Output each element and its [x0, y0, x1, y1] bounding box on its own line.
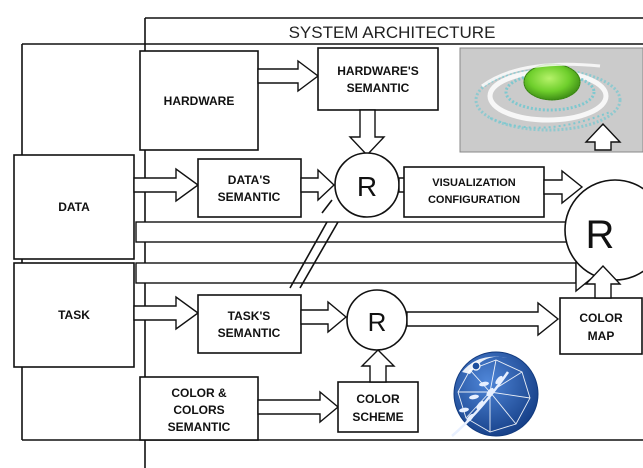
- r-node-top-label: R: [357, 171, 377, 202]
- data-box: [13, 154, 135, 260]
- diagram-title: SYSTEM ARCHITECTURE: [289, 23, 496, 42]
- task-pipe: [135, 262, 577, 284]
- arrow-r-big-to-render: [584, 122, 622, 151]
- color-scheme-box: [337, 381, 419, 433]
- color-semantic-label-1: COLOR &: [171, 386, 227, 400]
- r-node-mid-label: R: [368, 307, 387, 337]
- visualization-config-label-2: CONFIGURATION: [428, 194, 520, 206]
- arrow-task-semantic-to-r: [300, 300, 348, 334]
- task-label: TASK: [58, 308, 90, 322]
- arrow-hardware-semantic-down: [348, 109, 386, 157]
- data-label: DATA: [58, 200, 90, 214]
- data-pipe: [135, 221, 577, 243]
- arrow-color-map-to-r-big: [584, 264, 622, 299]
- arrow-data-semantic-to-r: [300, 168, 336, 202]
- data-semantic-label-2: SEMANTIC: [218, 190, 281, 204]
- connector-diagonal-1: [289, 221, 328, 289]
- hardware-semantic-label-2: SEMANTIC: [347, 81, 410, 95]
- hardware-semantic-label-1: HARDWARE'S: [337, 64, 419, 78]
- connector-diagonal-3: [321, 199, 333, 214]
- color-map-label-2: MAP: [588, 329, 615, 343]
- arrow-data-to-semantic: [133, 167, 200, 203]
- color-semantic-box: [139, 376, 259, 441]
- hardware-semantic-box: [317, 47, 439, 111]
- color-semantic-label-3: SEMANTIC: [168, 420, 231, 434]
- task-semantic-box: [197, 294, 302, 354]
- color-scheme-label-2: SCHEME: [352, 410, 403, 424]
- hardware-box: [139, 50, 259, 151]
- data-semantic-label-1: DATA'S: [228, 173, 270, 187]
- r-node-big-label: R: [586, 213, 615, 257]
- task-semantic-label-1: TASK'S: [228, 309, 271, 323]
- task-semantic-label-2: SEMANTIC: [218, 326, 281, 340]
- arrow-color-semantic-to-scheme: [257, 390, 340, 424]
- hardware-label: HARDWARE: [164, 94, 235, 108]
- arrow-visualization-to-r-big: [543, 169, 584, 205]
- arrow-task-to-semantic: [133, 295, 200, 331]
- arrow-r-to-color-map: [406, 301, 560, 337]
- color-map-box: [559, 297, 643, 355]
- arrow-color-scheme-up: [360, 349, 396, 383]
- emblem-logo: [451, 351, 539, 437]
- color-map-label-1: COLOR: [579, 311, 623, 325]
- color-scheme-label-1: COLOR: [356, 392, 400, 406]
- arrow-hardware-to-semantic: [257, 59, 320, 93]
- data-semantic-box: [197, 158, 302, 218]
- color-semantic-label-2: COLORS: [173, 403, 224, 417]
- connector-diagonal-2: [299, 221, 339, 289]
- visualization-config-box: [403, 166, 545, 218]
- visualization-config-label-1: VISUALIZATION: [432, 177, 516, 189]
